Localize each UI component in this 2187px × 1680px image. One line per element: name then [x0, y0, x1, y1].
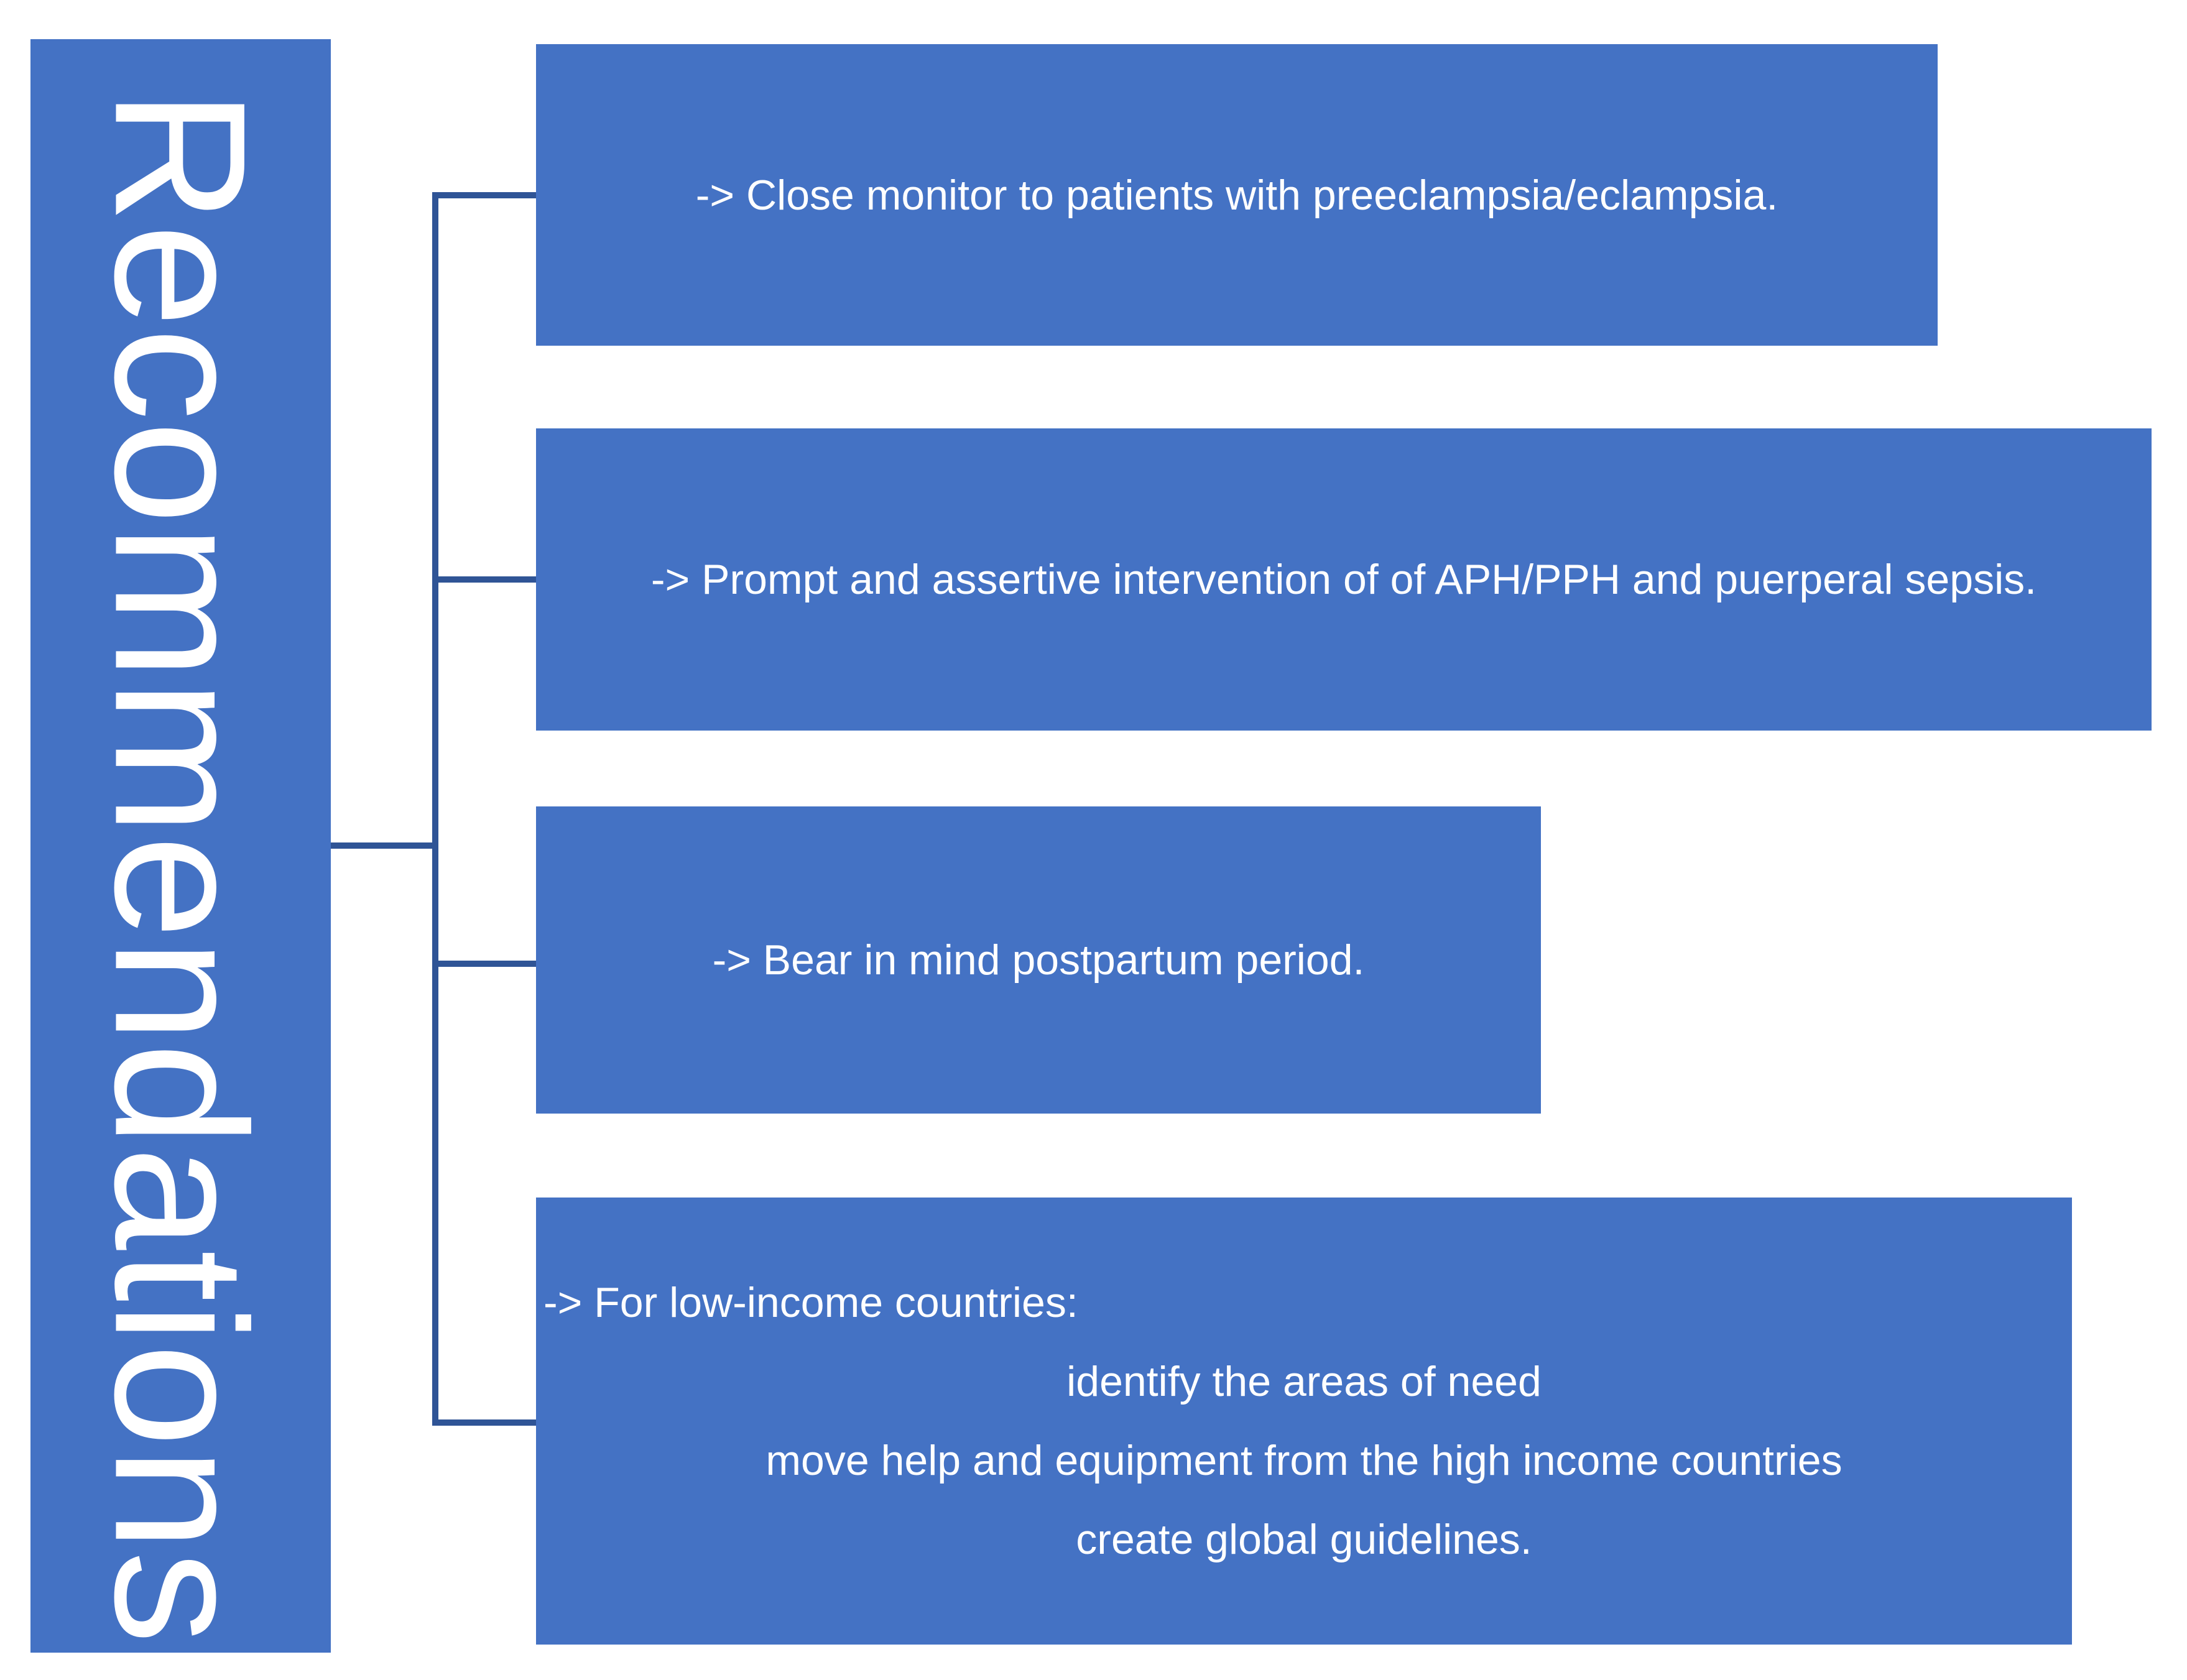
node-box-low-income-countries: -> For low-income countries: identify th… [536, 1198, 2072, 1645]
node-label-line: identify the areas of need [1066, 1357, 1542, 1405]
node-box-postpartum: -> Bear in mind postpartum period. [536, 806, 1541, 1114]
node-label-line: -> For low-income countries: [543, 1278, 1078, 1326]
node-label-line: create global guidelines. [1076, 1515, 1532, 1563]
recommendations-title: Recommendations [76, 89, 285, 1645]
node-label: -> Prompt and assertive intervention of … [650, 556, 2037, 603]
node-label-line: move help and equipment from the high in… [765, 1436, 1843, 1484]
recommendations-title-bar: Recommendations [30, 39, 331, 1653]
connector-trunk [432, 192, 438, 1426]
node-box-close-monitor: -> Close monitor to patients with preecl… [536, 44, 1938, 346]
connector-stub-node-2 [435, 576, 539, 583]
node-box-prompt-intervention: -> Prompt and assertive intervention of … [536, 428, 2152, 731]
node-label: -> Close monitor to patients with preecl… [695, 171, 1778, 219]
connector-stub-node-4 [435, 1419, 539, 1426]
node-label: -> Bear in mind postpartum period. [712, 936, 1365, 984]
connector-bar-link [331, 842, 435, 849]
connector-stub-node-1 [435, 192, 539, 198]
connector-stub-node-3 [435, 961, 539, 967]
